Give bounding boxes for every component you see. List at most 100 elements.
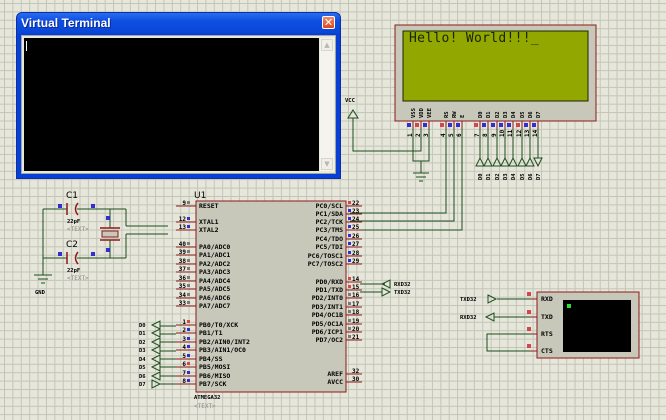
vertical-scrollbar[interactable]: ▲ ▼ <box>320 38 334 171</box>
lcd-pin-marker <box>524 123 528 127</box>
mcu-pin-number: 15 <box>352 284 360 291</box>
mcu-pin-number: 30 <box>352 376 360 383</box>
lcd-pin-number: 12 <box>516 129 523 137</box>
mcu-pin-marker <box>187 250 190 253</box>
mcu-pin-label: PB4/SS <box>199 355 223 363</box>
lcd-pin-number: 13 <box>524 129 531 137</box>
terminal-pin-label: CTS <box>541 347 553 355</box>
lcd-pin-number: 14 <box>532 129 539 137</box>
mcu-pin-number: 37 <box>179 266 187 273</box>
mcu-pin-number: 20 <box>352 326 360 333</box>
lcd-pin-label: D5 <box>520 111 526 118</box>
mcu-pin-label: PB3/AIN1/OC0 <box>199 346 246 354</box>
scroll-down-icon[interactable]: ▼ <box>321 158 333 170</box>
close-icon[interactable]: ✕ <box>322 16 335 29</box>
mcu-pin-label: PA2/ADC2 <box>199 260 230 268</box>
scroll-up-icon[interactable]: ▲ <box>321 39 333 51</box>
terminal-txd32-label: TXD32 <box>460 297 477 303</box>
mcu-pin-marker <box>187 267 190 270</box>
mcu-pin-marker <box>187 345 190 348</box>
lcd-pin-label: VEE <box>427 108 433 118</box>
bus-label: D4 <box>511 173 517 180</box>
bus-terminal-icon <box>517 156 527 167</box>
lcd-pin-number: 7 <box>474 133 481 137</box>
lcd-pin-label: RW <box>452 111 458 118</box>
mcu-pin-label: PD6/ICP1 <box>312 328 343 336</box>
crystal[interactable] <box>100 216 120 252</box>
mcu-pin-label: PB5/MOSI <box>199 363 230 371</box>
text-cursor <box>26 41 27 51</box>
lcd-pin-number: 6 <box>456 133 463 137</box>
mcu-text: <TEXT> <box>194 403 216 410</box>
bus-terminal-icon <box>150 362 161 372</box>
mcu-pin-marker <box>187 201 190 204</box>
bus-terminal-icon <box>533 157 543 168</box>
lcd-pin-label: D2 <box>495 111 501 118</box>
rxd32-terminal-icon <box>484 312 495 322</box>
mcu-pin-marker <box>187 328 190 331</box>
lcd-pin-label: D7 <box>536 111 542 118</box>
mcu-pin-label: PB6/MISO <box>199 372 230 380</box>
mcu-pin-number: 32 <box>352 368 360 375</box>
mcu-pin-number: 27 <box>352 241 360 248</box>
mcu-pin-number: 4 <box>182 344 186 351</box>
mcu-part-label: ATMEGA32 <box>194 395 221 401</box>
mcu-pin-number: 1 <box>182 319 186 326</box>
mcu-pin-marker <box>187 320 190 323</box>
bus-terminal-icon <box>150 354 161 364</box>
mcu-atmega32[interactable] <box>195 200 347 393</box>
mcu-pin-marker <box>348 285 351 288</box>
bus-terminal-icon <box>508 156 518 167</box>
lcd-pin-marker <box>407 123 411 127</box>
vcc-power-icon <box>347 109 359 119</box>
terminal-output-area[interactable] <box>24 38 319 171</box>
lcd-display-text: Hello! World!!!_ <box>409 31 540 46</box>
mcu-pin-number: 6 <box>182 361 186 368</box>
lcd-module[interactable] <box>394 24 597 122</box>
mcu-pin-label: PB1/T1 <box>199 329 223 337</box>
bus-label: D6 <box>139 374 146 380</box>
mcu-pin-label: XTAL2 <box>199 226 219 234</box>
lcd-pin-number: 4 <box>440 133 447 137</box>
bus-terminal-icon <box>151 379 162 389</box>
mcu-pin-label: PB7/SCK <box>199 380 226 388</box>
terminal-pin-marker <box>527 292 531 296</box>
lcd-pin-label: VSS <box>411 108 417 118</box>
lcd-pin-label: D3 <box>503 111 509 118</box>
capacitor-c2[interactable] <box>58 251 95 265</box>
bus-label: D3 <box>139 348 146 354</box>
capacitor-c1[interactable] <box>58 202 95 216</box>
bus-terminal-icon <box>475 156 485 167</box>
wires <box>42 118 539 385</box>
mcu-right-pins: 22PC0/SCL23PC1/SDA24PC2/TCK25PC3/TMS26PC… <box>308 200 362 386</box>
mcu-pin-marker <box>348 310 351 313</box>
mcu-pin-label: PB0/T0/XCK <box>199 321 238 329</box>
bus-label: D2 <box>139 340 146 346</box>
mcu-pin-number: 28 <box>352 250 360 257</box>
rxd32-label: RXD32 <box>394 282 411 288</box>
virtual-terminal-window[interactable]: Virtual Terminal ✕ ▲ ▼ <box>16 12 341 179</box>
mcu-pin-marker <box>187 379 190 382</box>
terminal-pin-label: TXD <box>541 313 553 321</box>
virtual-terminal-titlebar[interactable]: Virtual Terminal ✕ <box>17 13 340 33</box>
bus-terminal-icon <box>492 156 502 167</box>
bus-label: D4 <box>139 357 146 363</box>
mcu-pin-number: 22 <box>352 200 360 207</box>
c2-ref: C2 <box>66 240 78 250</box>
bus-label: D7 <box>139 382 146 388</box>
bus-label: D6 <box>528 173 534 180</box>
lcd-pin-number: 9 <box>491 133 498 137</box>
lcd-pin-number: 8 <box>482 133 489 137</box>
mcu-pin-marker <box>348 277 351 280</box>
bus-label: D1 <box>139 331 146 337</box>
lcd-pin-marker <box>516 123 520 127</box>
lcd-pin-marker <box>482 123 486 127</box>
mcu-pin-number: 3 <box>182 336 186 343</box>
mcu-pin-marker <box>348 335 351 338</box>
mcu-pin-label: PD5/OC1A <box>312 320 343 328</box>
lcd-pin-marker <box>507 123 511 127</box>
